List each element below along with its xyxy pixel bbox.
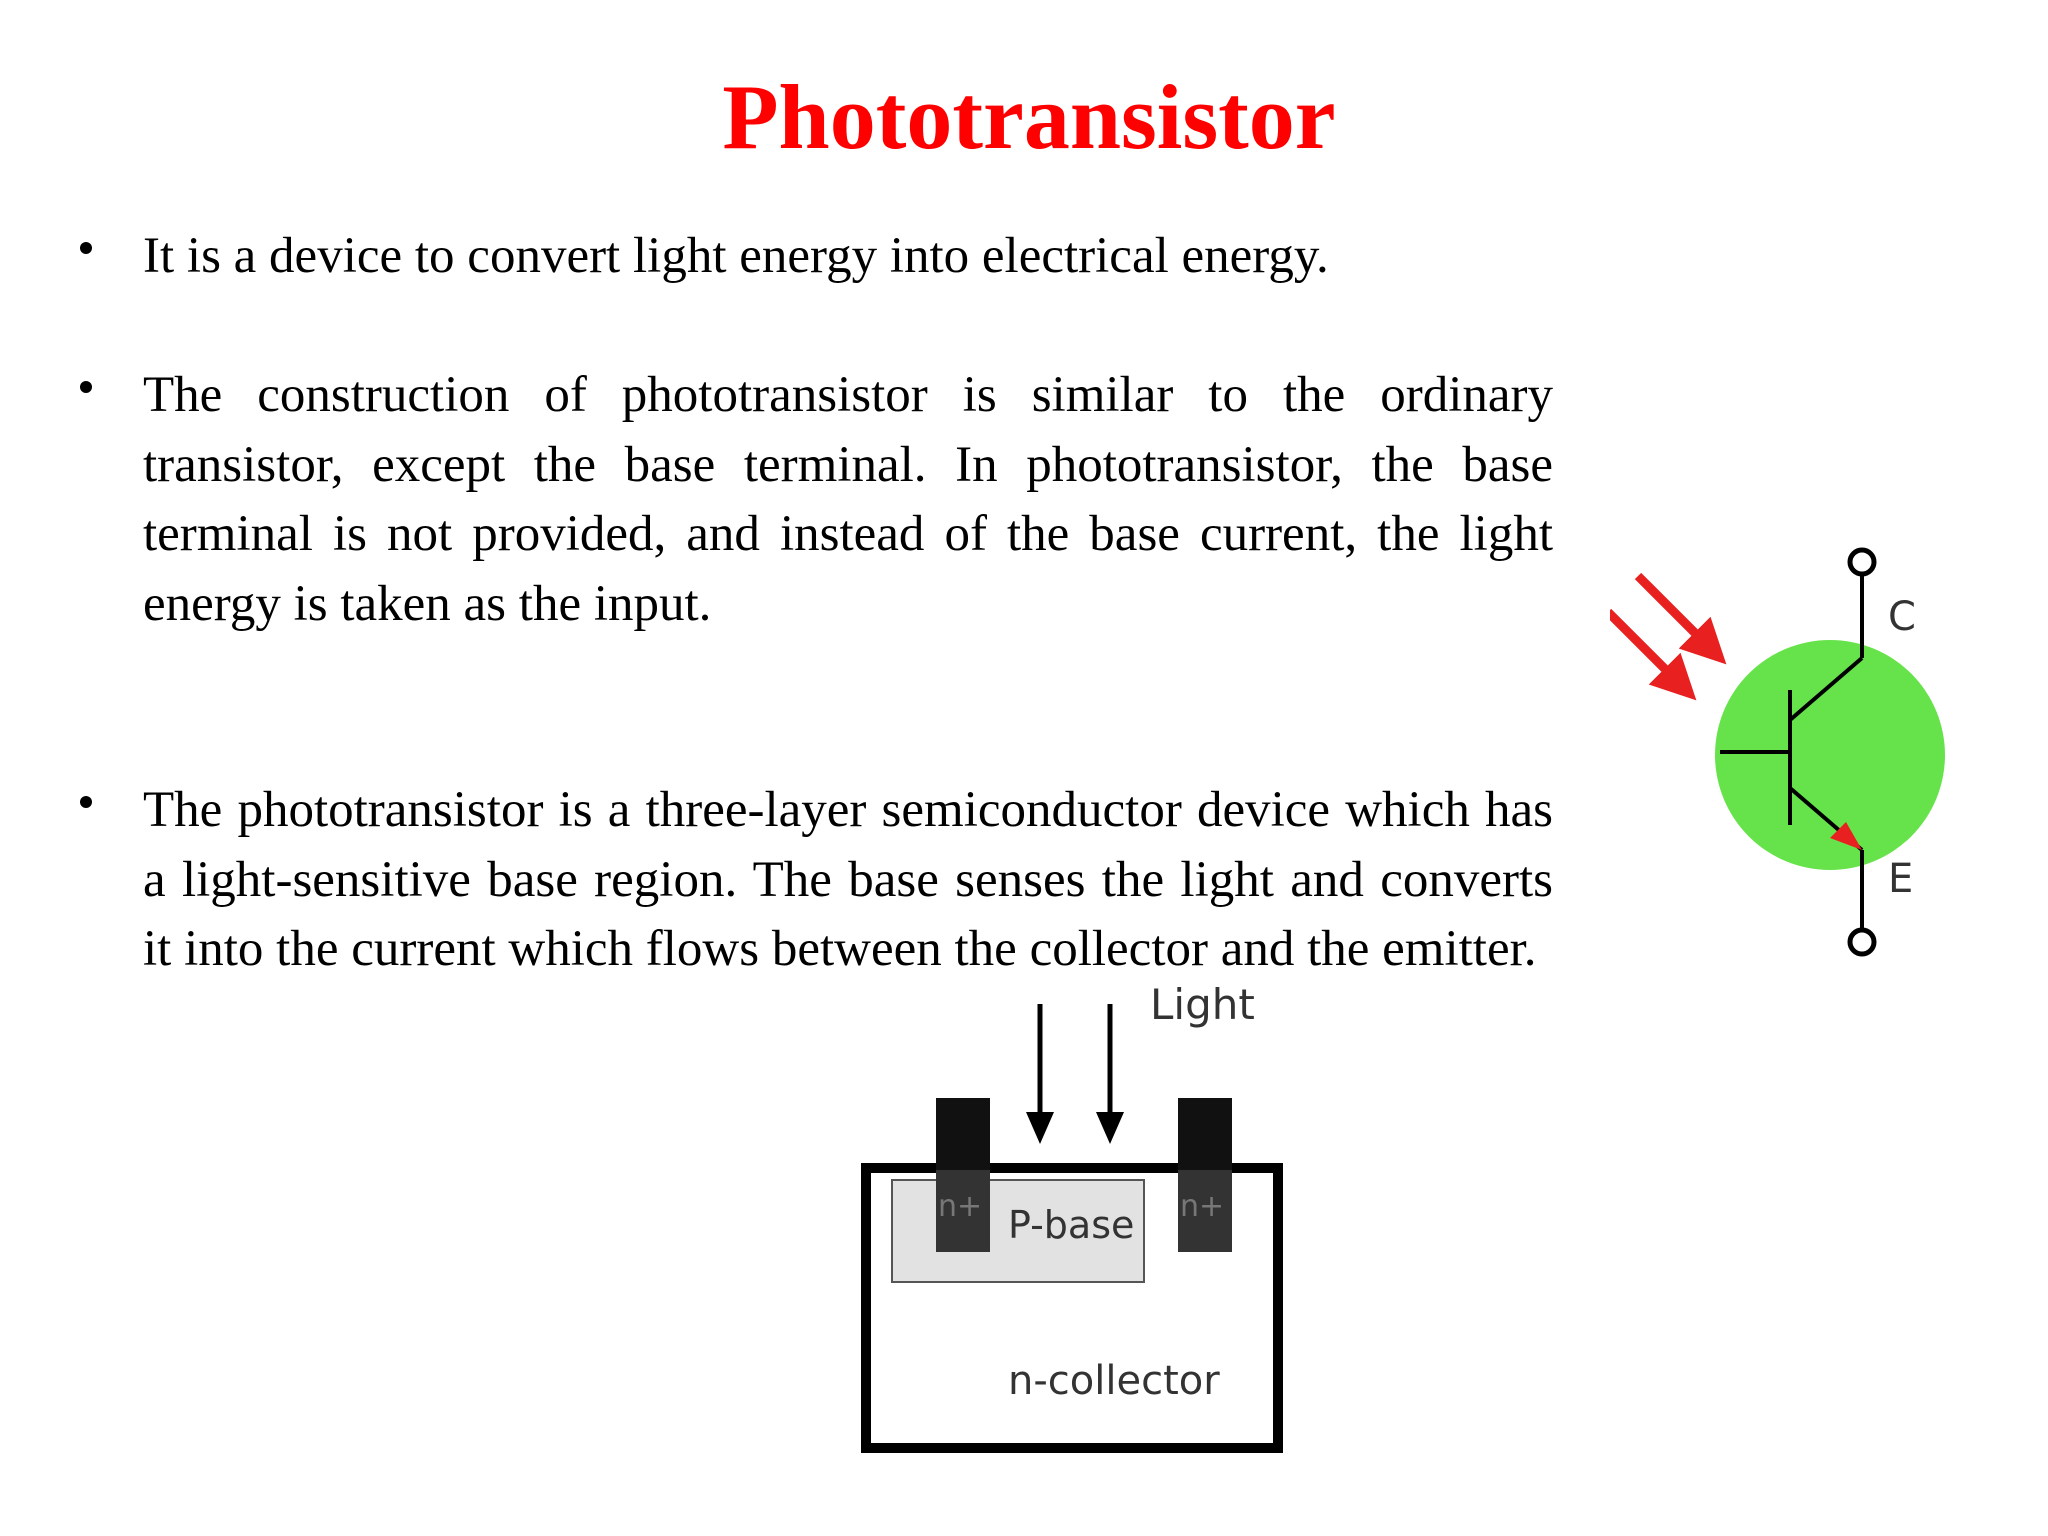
light-arrows-icon [1037,1004,1113,1124]
right-contact [1178,1098,1232,1170]
left-contact [936,1098,990,1170]
left-n-plus-label: n+ [938,1189,982,1224]
right-n-plus-region [1178,1170,1232,1252]
construction-svg: Light n+ n+ P-base n-collector [861,980,1283,1453]
bullet-text: The construction of phototransistor is s… [143,367,1553,632]
light-arrowhead-right-icon [1096,1112,1124,1144]
light-arrowhead-left-icon [1026,1112,1054,1144]
bullet-dot-icon [76,242,96,262]
emitter-arrow-icon [1830,822,1862,850]
n-collector-label: n-collector [1008,1358,1220,1404]
p-base-label: P-base [1008,1203,1134,1247]
symbol-body-circle [1715,640,1945,870]
bullet-text: It is a device to convert light energy i… [143,228,1329,284]
left-n-plus-region [936,1170,990,1252]
emitter-terminal-icon [1847,927,1877,957]
p-base-region [891,1179,1145,1283]
collector-label: C [1888,594,1916,640]
phototransistor-construction-figure: Light n+ n+ P-base n-collector [770,974,1310,1464]
phototransistor-symbol-svg: C E [1610,547,1945,957]
bullet-dot-icon [76,796,96,816]
bullet-dot-icon [76,381,96,401]
collector-terminal-icon [1847,547,1877,577]
bullet-text: The phototransistor is a three-layer sem… [143,782,1553,977]
emitter-label: E [1888,856,1913,902]
slide-title: Phototransistor [722,66,1336,168]
light-rays-icon [1610,572,1727,701]
phototransistor-symbol-figure: C E [1610,540,1970,980]
right-n-plus-label: n+ [1180,1189,1224,1224]
light-label: Light [1150,980,1255,1029]
